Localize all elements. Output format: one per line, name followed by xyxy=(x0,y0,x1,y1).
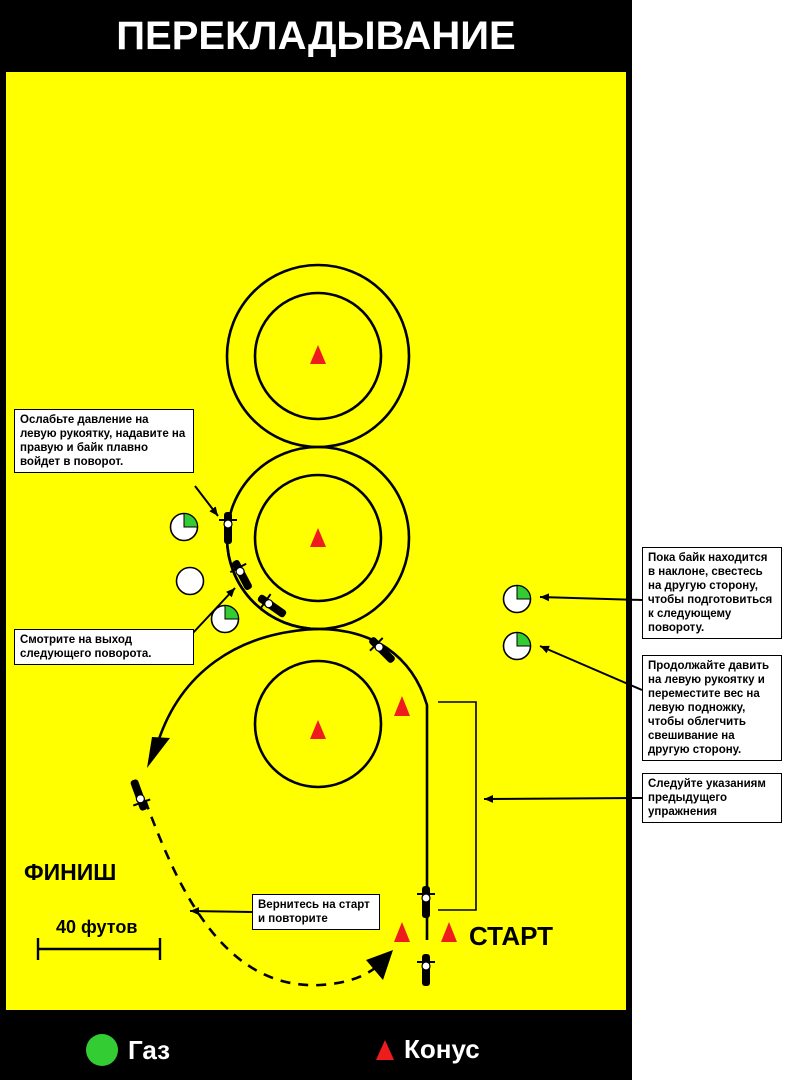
cone-icon xyxy=(310,345,326,364)
motorcycle-icon xyxy=(417,886,435,918)
diagram-title: ПЕРЕКЛАДЫВАНИЕ xyxy=(116,13,516,58)
path-exit-curve xyxy=(156,627,319,743)
cone-icon xyxy=(310,720,326,739)
path-start-lane xyxy=(317,627,429,940)
motorcycle-icon xyxy=(130,779,151,811)
callout-arrow xyxy=(189,907,253,916)
legend-cone: Конус xyxy=(376,1034,480,1065)
start-label: СТАРТ xyxy=(469,921,554,951)
inner-circle-bottom xyxy=(253,659,383,789)
throttle-gauge-quarter xyxy=(169,512,199,542)
note-return-start: Вернитесь на старт и повторите xyxy=(252,894,380,930)
scale-bar xyxy=(36,938,162,960)
cone-icon xyxy=(394,696,410,716)
inner-circle-middle xyxy=(253,473,383,603)
callout-arrow xyxy=(194,485,219,517)
motorcycle-icon xyxy=(229,560,252,590)
legend-gas-label: Газ xyxy=(128,1034,171,1065)
scale-label: 40 футов xyxy=(56,917,138,937)
motorcycle-icon xyxy=(369,637,395,663)
motorcycles xyxy=(130,512,435,986)
throttle-gauge-empty xyxy=(175,566,205,596)
cone-icon xyxy=(376,1039,394,1060)
exit-arrow-head xyxy=(147,737,170,768)
note-look-exit: Смотрите на выход следующего поворота. xyxy=(14,629,194,665)
cones xyxy=(310,345,457,942)
motorcycle-icon xyxy=(257,593,287,618)
previous-exercise-bracket xyxy=(438,701,477,911)
motorcycle-icon xyxy=(417,954,435,986)
note-follow-previous: Следуйте указаниям предыдущего упражнени… xyxy=(642,773,782,823)
return-arrow-head xyxy=(366,950,393,980)
motorcycle-icon xyxy=(219,512,237,544)
path-return-dashed xyxy=(143,799,383,987)
cone-icon xyxy=(394,922,410,942)
legend-cone-label: Конус xyxy=(404,1034,480,1064)
callout-arrow xyxy=(483,794,643,803)
course-circles xyxy=(225,263,411,789)
finish-label: ФИНИШ xyxy=(24,859,117,885)
cone-icon xyxy=(441,922,457,942)
header-bar: ПЕРЕКЛАДЫВАНИЕ xyxy=(0,0,632,72)
callout-arrow xyxy=(539,645,643,691)
callout-arrows xyxy=(189,485,643,916)
note-lean-other-side: Пока байк находится в наклоне, свестесь … xyxy=(642,547,782,639)
legend-gas: Газ xyxy=(86,1034,170,1066)
throttle-gauge-quarter xyxy=(502,584,532,614)
note-relax-grip: Ослабьте давление на левую рукоятку, над… xyxy=(14,409,194,473)
path-weave-arc xyxy=(225,537,319,631)
poster-frame: ПЕРЕКЛАДЫВАНИЕ Газ Конус xyxy=(0,0,632,1080)
throttle-gauge-quarter xyxy=(210,604,240,634)
callout-arrow xyxy=(539,593,643,602)
riding-path xyxy=(143,537,429,987)
throttle-indicators xyxy=(169,512,532,661)
note-keep-pressing: Продолжайте давить на левую рукоятку и п… xyxy=(642,655,782,761)
throttle-gauge-quarter xyxy=(502,631,532,661)
inner-circle-top xyxy=(253,291,383,421)
cone-icon xyxy=(310,528,326,547)
legend-bar: Газ Конус xyxy=(0,1010,632,1080)
gas-icon xyxy=(86,1034,118,1066)
